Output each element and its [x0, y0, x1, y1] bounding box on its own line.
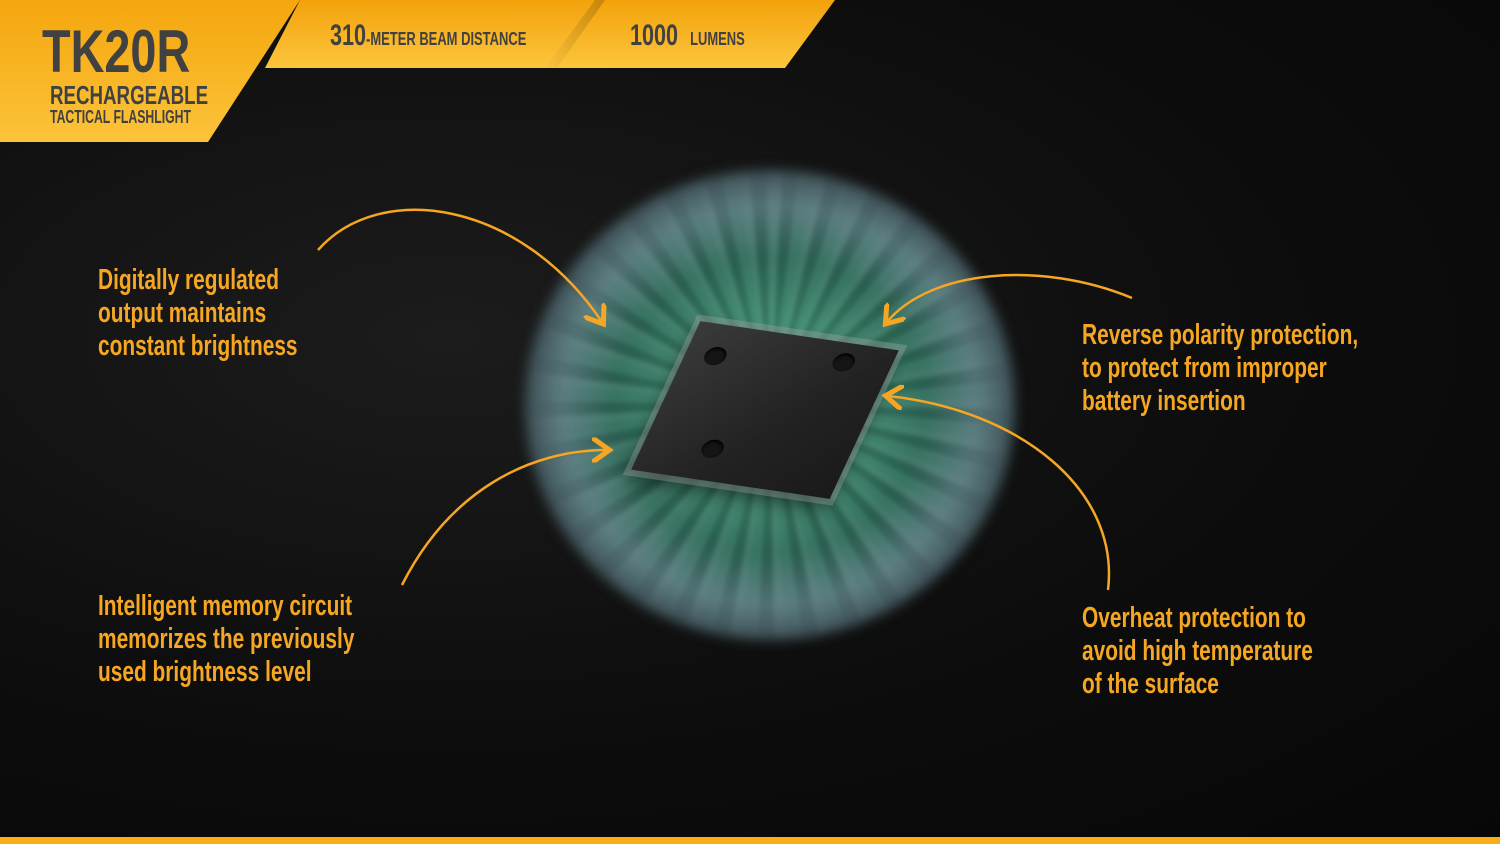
feature-text: constant brightness [98, 330, 298, 362]
feature-text: output maintains [98, 297, 267, 329]
bottom-accent-bar [0, 837, 1500, 844]
feature-text: to protect from improper [1082, 352, 1327, 384]
product-model: TK20R [42, 18, 191, 85]
spec-value: 310 [330, 19, 367, 52]
feature-text: avoid high temperature [1082, 635, 1313, 667]
spec-label: LUMENS [690, 29, 745, 49]
feature-text: Digitally regulated [98, 264, 280, 296]
product-subtitle: RECHARGEABLE [50, 80, 209, 110]
feature-text: of the surface [1082, 668, 1219, 700]
feature-overheat-protection: Overheat protection to avoid high temper… [1082, 602, 1403, 701]
feature-memory-circuit: Intelligent memory circuit memorizes the… [98, 590, 454, 689]
lumens-spec: 1000 LUMENS [630, 19, 789, 53]
spec-banner [265, 0, 835, 68]
arrow-bottom-left [400, 450, 607, 586]
feature-reverse-polarity: Reverse polarity protection, to protect … [1082, 319, 1466, 418]
spec-label: -METER BEAM DISTANCE [366, 29, 527, 49]
feature-text: Intelligent memory circuit [98, 590, 353, 622]
product-tagline: TACTICAL FLASHLIGHT [50, 107, 191, 127]
feature-text: Reverse polarity protection, [1082, 319, 1359, 351]
feature-text: memorizes the previously [98, 623, 355, 655]
arrow-top-left [317, 208, 602, 322]
feature-text: Overheat protection to [1082, 602, 1306, 634]
arrow-top-right [887, 273, 1133, 322]
beam-distance-spec: 310-METER BEAM DISTANCE [330, 19, 603, 53]
arrow-bottom-right [888, 396, 1111, 591]
feature-digital-regulation: Digitally regulated output maintains con… [98, 264, 375, 363]
feature-text: battery insertion [1082, 385, 1246, 417]
spec-value: 1000 [630, 19, 679, 52]
feature-text: used brightness level [98, 656, 312, 688]
